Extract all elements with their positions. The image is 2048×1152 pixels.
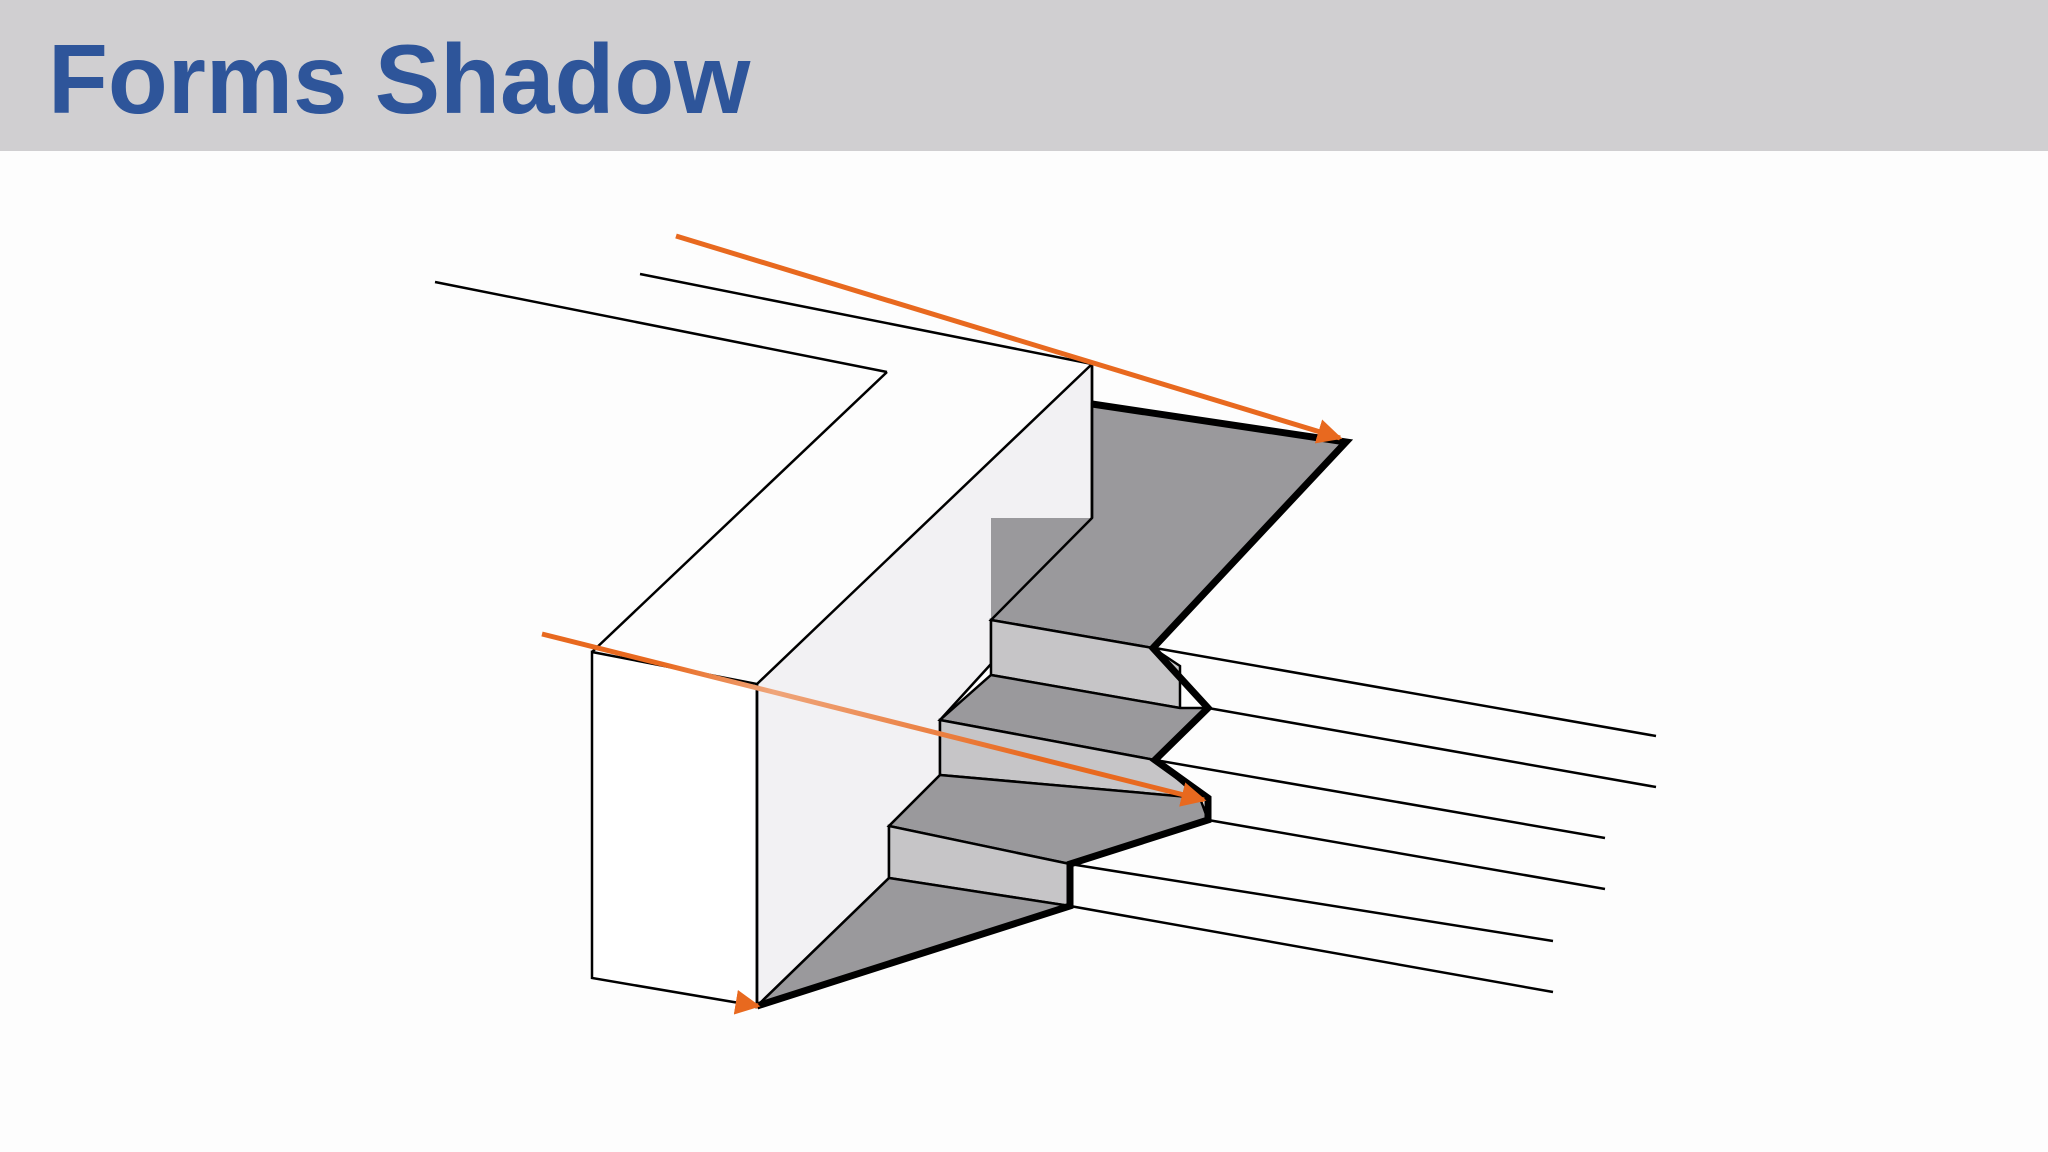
ground-line-4 [1207,818,1606,891]
wall-front-top-edge [639,272,1093,366]
ground-lines [1069,646,1657,994]
light-ray-arrow [675,233,1343,444]
ground-line-3 [1154,758,1606,840]
cast-shadow-outline [755,400,1354,1010]
wall-end-face [590,650,759,1008]
ground-line-2 [1207,706,1657,789]
ground-line-1 [1154,646,1657,738]
wall-corner-lines [755,364,1094,1006]
ground-line-5 [1069,862,1554,943]
ground-line-6 [1069,904,1554,994]
light-ray-arrow [733,989,761,1015]
wall-outline [434,272,1093,653]
header-bar: Forms Shadow [0,0,2048,151]
wall-back-slope-edge [591,371,888,653]
slide-title: Forms Shadow [48,24,751,134]
wall-back-top-edge [434,280,888,374]
light-ray-arrow [541,631,1207,807]
stairs [756,618,1212,1008]
riser-1 [989,618,1182,710]
